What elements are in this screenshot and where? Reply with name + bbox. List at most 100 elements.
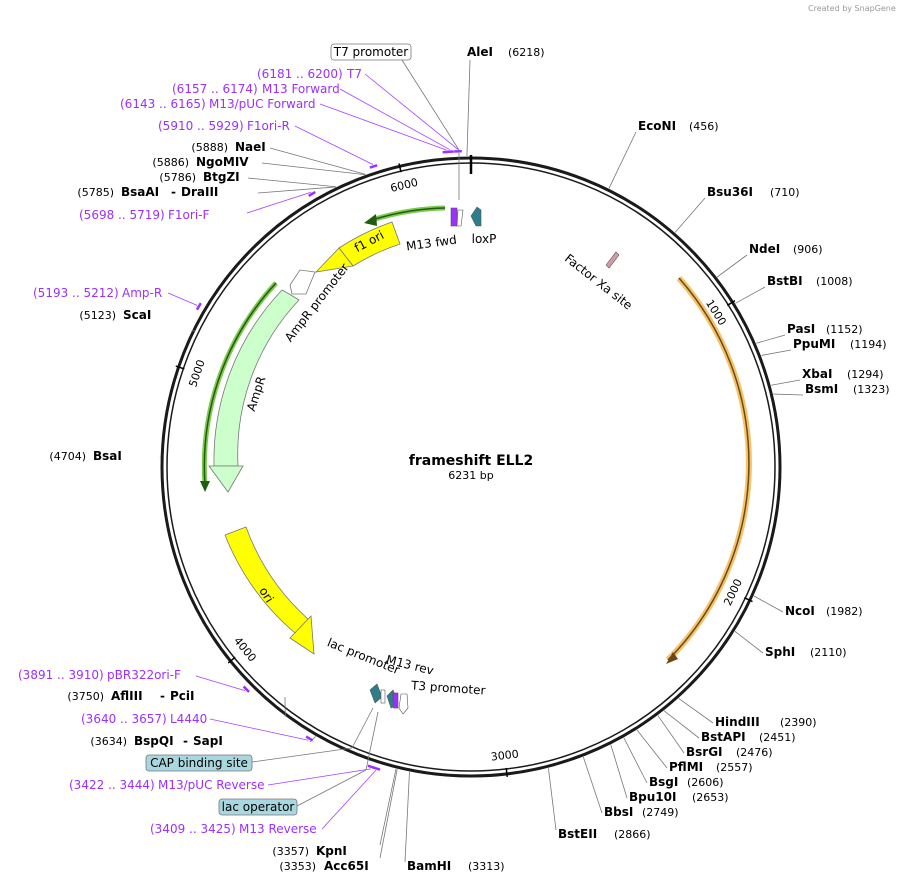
leader-bsteii [548, 768, 557, 831]
svg-text:-: - [183, 734, 188, 748]
primer-m13-forward: (6157 .. 6174) M13 Forward [172, 82, 340, 96]
tick-label-5000: 5000 [186, 358, 207, 389]
leader-bstapi [663, 710, 700, 739]
leader-bpu10i [610, 744, 628, 799]
orf-arc [665, 276, 752, 663]
svg-text:Amp-R: Amp-R [122, 286, 162, 300]
tick-5000 [175, 365, 185, 370]
site-sphi: SphI (2110) [765, 645, 847, 659]
svg-text:PflMI: PflMI [669, 760, 703, 774]
site-ppumi: PpuMI (1194) [793, 337, 887, 351]
svg-text:(5888): (5888) [191, 141, 228, 154]
svg-text:(3353): (3353) [279, 860, 316, 873]
svg-text:(5698 .. 5719): (5698 .. 5719) [79, 208, 165, 222]
ampr-arrow [213, 289, 300, 467]
svg-text:XbaI: XbaI [802, 367, 832, 381]
svg-text:(1152): (1152) [826, 323, 863, 336]
svg-text:(710): (710) [770, 186, 800, 199]
leader-ncoi [753, 595, 784, 613]
leader-bsu36i [674, 197, 706, 233]
site-ngomiv: (5886) NgoMIV [152, 155, 249, 169]
primer-mark-7 [305, 735, 314, 742]
svg-text:(1194): (1194) [850, 338, 887, 351]
site-kpni: (3357) KpnI [272, 844, 346, 858]
leader-acc65i [379, 769, 398, 859]
svg-text:BbsI: BbsI [604, 805, 633, 819]
svg-text:(3634): (3634) [90, 735, 127, 748]
svg-text:(5785): (5785) [77, 186, 114, 199]
svg-text:F1ori-F: F1ori-F [168, 208, 209, 222]
leader-sphi [734, 631, 764, 654]
plasmid-name: frameshift ELL2 [409, 453, 533, 469]
primer-mark-4 [308, 190, 316, 197]
svg-text:(2749): (2749) [642, 806, 679, 819]
tick-label-3000: 3000 [490, 747, 519, 763]
primer-f1ori-f: (5698 .. 5719) F1ori-F [79, 208, 209, 222]
site-bstapi: BstAPI (2451) [701, 730, 796, 744]
svg-text:(1323): (1323) [853, 383, 890, 396]
svg-text:Bpu10I: Bpu10I [629, 790, 676, 804]
svg-text:BsrGI: BsrGI [686, 745, 723, 759]
svg-text:(4704): (4704) [49, 450, 86, 463]
t3-marker [398, 693, 409, 715]
site-hindiii: HindIII (2390) [715, 715, 817, 729]
primer-leader-2 [319, 103, 447, 151]
primer-mark-6 [242, 685, 250, 693]
primer-mark-9 [372, 766, 381, 771]
primer-leader-8 [267, 768, 371, 786]
svg-text:NdeI: NdeI [749, 242, 780, 256]
svg-text:PpuMI: PpuMI [793, 337, 835, 351]
svg-text:PciI: PciI [170, 689, 195, 703]
svg-text:(6181 .. 6200): (6181 .. 6200) [257, 67, 343, 81]
leader-bsrgi [657, 715, 685, 754]
primer-f1ori-r: (5910 .. 5929) F1ori-R [158, 119, 290, 133]
svg-text:M13 Reverse: M13 Reverse [239, 822, 317, 836]
primer-leader-7 [209, 718, 309, 741]
primer-pbr322ori-f: (3891 .. 3910) pBR322ori-F [18, 668, 181, 682]
leader-bbsi [582, 756, 603, 814]
primer-m13-puc-forward: (6143 .. 6165) M13/pUC Forward [120, 97, 316, 111]
leader-pflmi [636, 729, 668, 769]
site-bsmi: BsmI (1323) [805, 382, 890, 396]
svg-text:(3357): (3357) [272, 845, 309, 858]
ampr-promoter-arrow [289, 269, 316, 295]
svg-text:T7 promoter: T7 promoter [333, 45, 409, 59]
tick-3000 [505, 767, 509, 777]
svg-text:Acc65I: Acc65I [324, 859, 369, 873]
leader-ppumi [761, 349, 792, 356]
site-bspqi-sapi: (3634) BspQI - SapI [90, 734, 222, 748]
primer-leader-0 [364, 73, 459, 150]
site-bsai: (4704) BsaI [49, 449, 121, 463]
svg-text:(456): (456) [689, 120, 719, 133]
tick-label-6000: 6000 [389, 176, 419, 195]
svg-text:ScaI: ScaI [123, 308, 151, 322]
site-afliii-pcii: (3750) AflIII - PciI [67, 689, 194, 703]
site-bstbi: BstBI (1008) [767, 274, 853, 288]
svg-text:(3640 .. 3657): (3640 .. 3657) [81, 712, 167, 726]
leader-lines [159, 59, 804, 863]
svg-text:NcoI: NcoI [785, 604, 815, 618]
primer-m13-reverse: (3409 .. 3425) M13 Reverse [150, 822, 317, 836]
cap-leader [251, 747, 353, 763]
svg-text:L4440: L4440 [170, 712, 207, 726]
ori-arrow [224, 526, 310, 634]
svg-text:(2110): (2110) [810, 646, 847, 659]
site-pflmi: PflMI (2557) [669, 760, 753, 774]
site-alei: AleI (6218) [467, 45, 545, 59]
svg-text:(6143 .. 6165): (6143 .. 6165) [120, 97, 206, 111]
svg-text:(5786): (5786) [159, 171, 196, 184]
leader-ndei [716, 254, 748, 278]
svg-text:(6157 .. 6174): (6157 .. 6174) [172, 82, 258, 96]
svg-text:(1008): (1008) [816, 275, 853, 288]
site-btgzi: (5786) BtgZI [159, 170, 239, 184]
primer-leader-5 [167, 292, 198, 306]
svg-text:BsaI: BsaI [93, 449, 122, 463]
svg-text:NgoMIV: NgoMIV [196, 155, 249, 169]
leader-alei [466, 59, 471, 157]
leader-econi [608, 131, 637, 189]
svg-text:SphI: SphI [765, 645, 795, 659]
svg-text:(3409 .. 3425): (3409 .. 3425) [150, 822, 236, 836]
leader-kpni [379, 768, 397, 846]
factor-xa-marker [605, 251, 620, 269]
svg-text:BsmI: BsmI [805, 382, 838, 396]
